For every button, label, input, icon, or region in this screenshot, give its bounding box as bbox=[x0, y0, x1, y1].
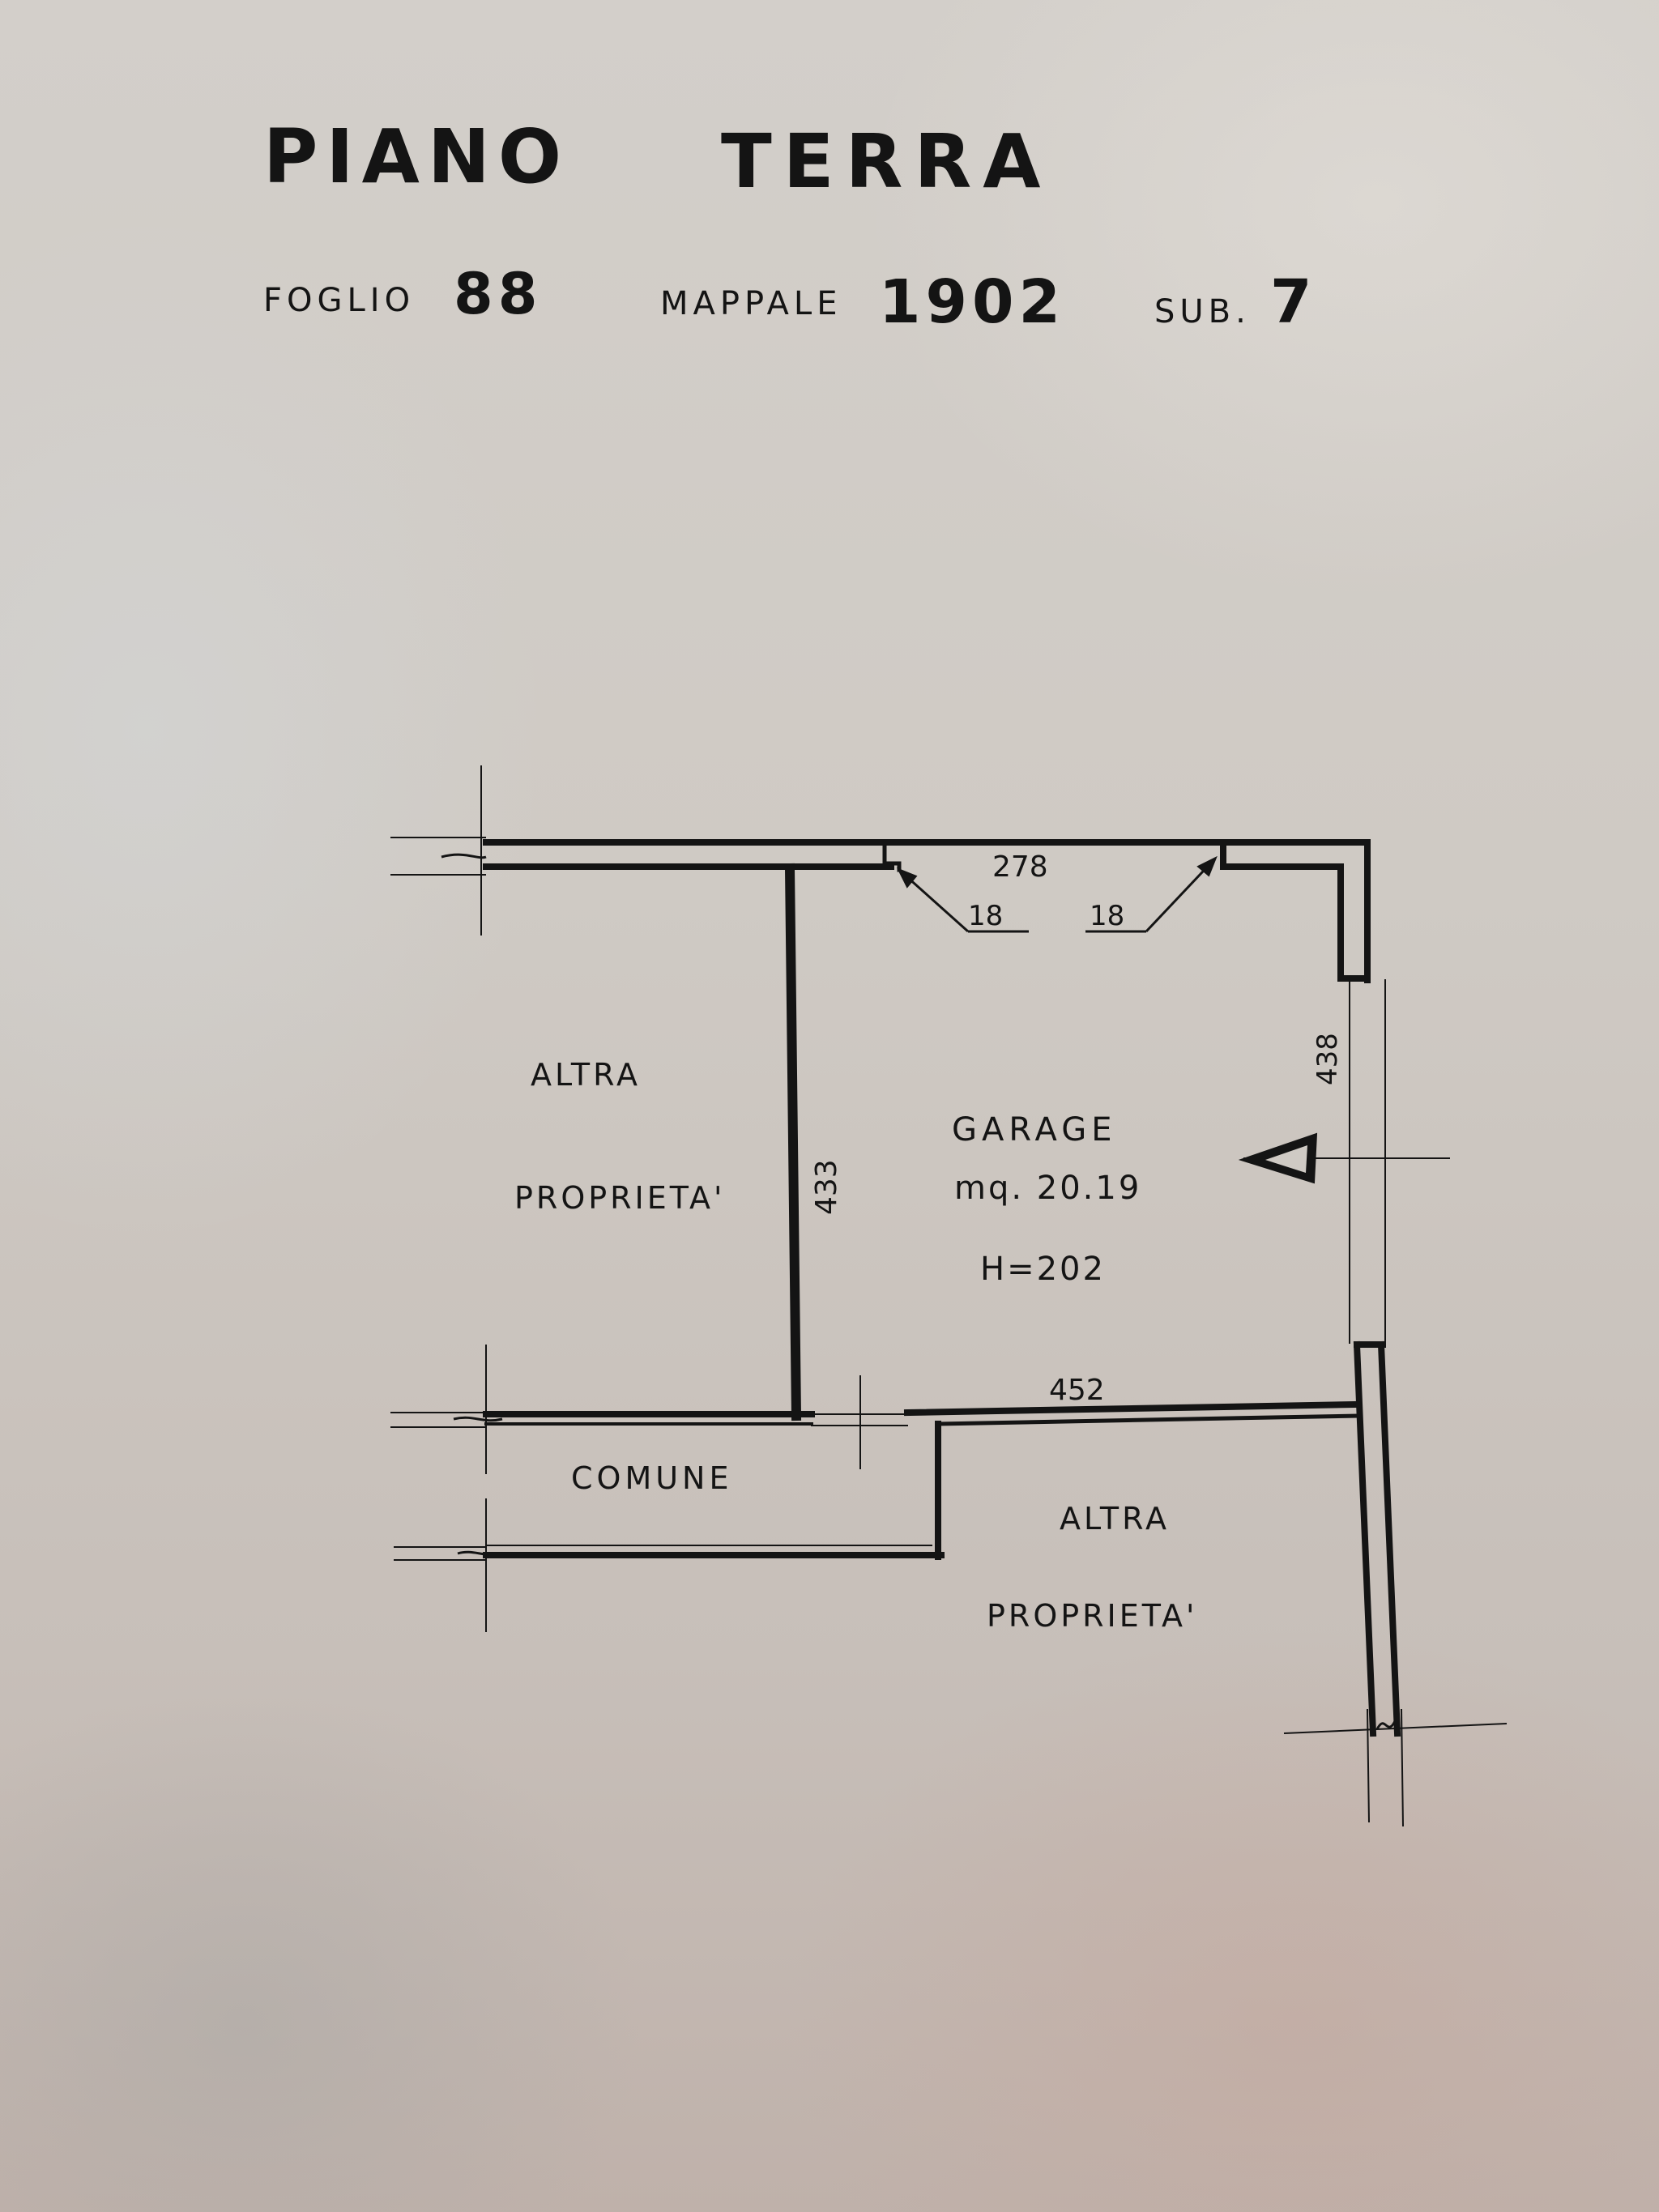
mappale-value: 1902 bbox=[879, 267, 1065, 337]
dimension-leaders bbox=[896, 855, 1218, 933]
garage-left-wall bbox=[784, 863, 802, 1421]
bottom-right-wall-a bbox=[903, 1400, 1361, 1417]
mappale-label: MAPPALE bbox=[660, 285, 842, 322]
top-wall-step-left bbox=[882, 843, 902, 872]
dim-bottom-width: 452 bbox=[1049, 1374, 1105, 1407]
foglio-label: FOGLIO bbox=[263, 282, 416, 319]
title-piano: PIANO bbox=[263, 113, 570, 200]
room-right-bottom-line1: ALTRA bbox=[1060, 1501, 1170, 1536]
dim-top-right-offset: 18 bbox=[1090, 900, 1124, 932]
garage-area: mq. 20.19 bbox=[954, 1170, 1141, 1207]
garage-height: H=202 bbox=[980, 1251, 1106, 1288]
right-wall-lower-outer bbox=[1377, 1340, 1401, 1737]
right-wall-lower-inner bbox=[1353, 1340, 1377, 1737]
dim-right-depth: 438 bbox=[1311, 1033, 1344, 1085]
top-wall-inner-right bbox=[1220, 842, 1344, 979]
room-right-bottom-line2: PROPRIETA' bbox=[987, 1598, 1197, 1634]
dim-top-left-offset: 18 bbox=[968, 900, 1003, 932]
bottom-right-wall-b bbox=[937, 1413, 1359, 1426]
dim-top-width: 278 bbox=[992, 850, 1048, 884]
walls bbox=[483, 839, 1401, 1737]
room-comune: COMUNE bbox=[571, 1460, 732, 1496]
sub-label: SUB. bbox=[1154, 293, 1251, 330]
sub-value: 7 bbox=[1270, 267, 1317, 337]
garage-name: GARAGE bbox=[952, 1111, 1116, 1149]
room-left-top-line2: PROPRIETA' bbox=[514, 1180, 725, 1216]
room-left-top-line1: ALTRA bbox=[531, 1057, 641, 1093]
foglio-value: 88 bbox=[454, 261, 543, 327]
dim-left-depth: 433 bbox=[810, 1159, 843, 1215]
title-terra: TERRA bbox=[721, 118, 1052, 205]
